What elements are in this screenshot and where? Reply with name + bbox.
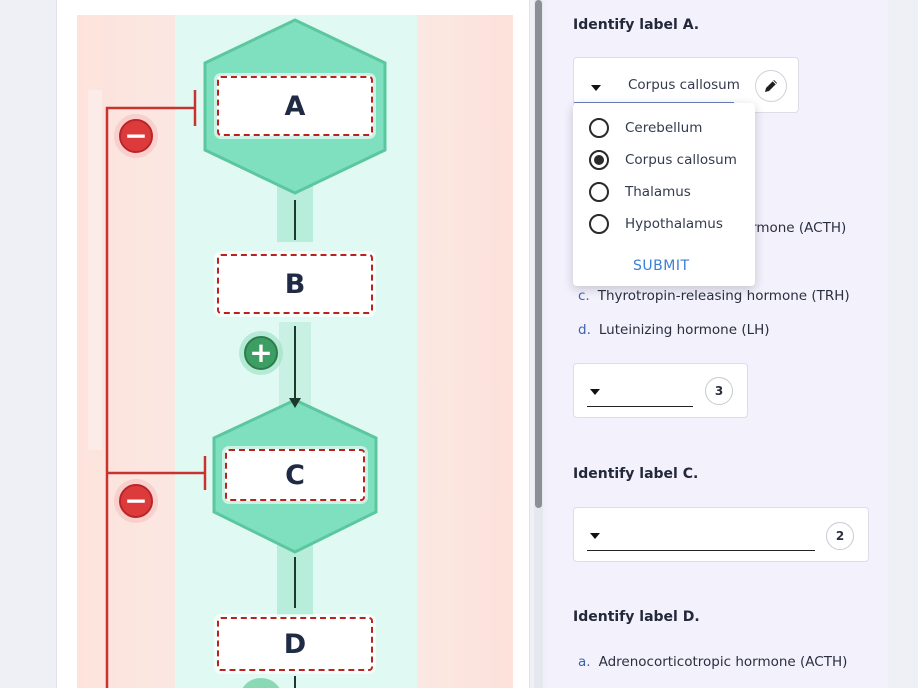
answer-option-c: c. Thyrotropin-releasing hormone (TRH) [578, 288, 850, 304]
radio-unchecked[interactable] [589, 214, 609, 234]
plus-sign-partial [242, 678, 280, 688]
option-label: Hypothalamus [625, 216, 723, 232]
pencil-icon [765, 80, 777, 92]
label-d: D [217, 617, 373, 671]
scrollbar-thumb[interactable] [535, 0, 542, 508]
option-text: Adrenocorticotropic hormone (ACTH) [598, 654, 848, 670]
option-label: Cerebellum [625, 120, 703, 136]
label-a-selected-value: Corpus callosum [628, 77, 740, 93]
minus-icon: − [114, 114, 158, 158]
attempts-badge: 3 [705, 377, 733, 405]
inhibition-loop-a [105, 106, 195, 688]
option-label: Thalamus [625, 184, 691, 200]
caret-down-icon[interactable] [590, 389, 600, 395]
label-a: A [217, 76, 373, 136]
caret-down-icon[interactable] [591, 85, 601, 91]
answer-option-a: a. Adrenocorticotropic hormone (ACTH) [578, 654, 847, 670]
minus-icon: − [114, 479, 158, 523]
option-text: Luteinizing hormone (LH) [598, 322, 770, 338]
option-letter: d. [578, 322, 591, 338]
question-a-title: Identify label A. [573, 17, 700, 33]
diagram-scrollbar[interactable] [534, 0, 543, 688]
option-text: Thyrotropin-releasing hormone (TRH) [597, 288, 850, 304]
label-b: B [217, 254, 373, 314]
label-c-select[interactable]: 2 [573, 507, 869, 562]
option-thalamus[interactable]: Thalamus [589, 182, 691, 202]
radio-unchecked[interactable] [589, 118, 609, 138]
diagram-panel: A B C D − − + [56, 0, 530, 688]
select-underline [574, 102, 734, 103]
option-hypothalamus[interactable]: Hypothalamus [589, 214, 723, 234]
submit-button[interactable]: SUBMIT [633, 258, 690, 274]
option-cerebellum[interactable]: Cerebellum [589, 118, 702, 138]
answer-option-d: d. Luteinizing hormone (LH) [578, 322, 770, 338]
edit-button[interactable] [755, 70, 787, 102]
label-a-dropdown-menu: Cerebellum Corpus callosum Thalamus Hypo… [573, 103, 755, 286]
option-label: Corpus callosum [625, 152, 737, 168]
answer-option-partial: rmone (ACTH) [751, 220, 847, 236]
option-letter: a. [578, 654, 591, 670]
option-corpus-callosum[interactable]: Corpus callosum [589, 150, 737, 170]
band-right [417, 15, 513, 688]
radio-unchecked[interactable] [589, 182, 609, 202]
label-c: C [225, 449, 365, 501]
attempts-badge: 2 [826, 522, 854, 550]
radio-checked[interactable] [589, 150, 609, 170]
select-underline [587, 550, 815, 551]
question-d-title: Identify label D. [573, 609, 700, 625]
plus-icon: + [239, 331, 283, 375]
option-letter: c. [578, 288, 590, 304]
quiz-panel: Identify label A. Corpus callosum rmone … [546, 0, 888, 688]
caret-down-icon[interactable] [590, 533, 600, 539]
select-underline [587, 406, 693, 407]
label-b-select[interactable]: 3 [573, 363, 748, 418]
question-c-title: Identify label C. [573, 466, 699, 482]
arrowhead-down [289, 398, 301, 408]
